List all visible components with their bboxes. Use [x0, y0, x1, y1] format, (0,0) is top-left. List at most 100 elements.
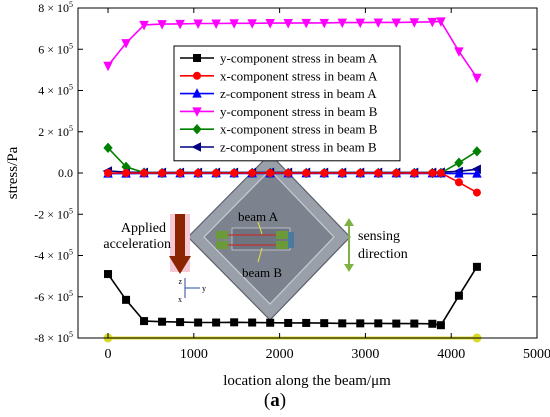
x-tick-label: 5000: [523, 347, 550, 362]
legend-label: y-component stress in beam B: [220, 104, 378, 119]
panel-label-close: ): [279, 390, 287, 411]
data-point: [356, 168, 365, 177]
data-point: [121, 39, 131, 49]
series-layer: [102, 17, 482, 330]
data-point: [410, 319, 419, 328]
data-point: [104, 270, 113, 279]
acceleration-arrow-shaft: [175, 214, 185, 258]
series-4: [103, 17, 482, 84]
data-point: [229, 19, 239, 29]
y-tick-label: -6 × 105: [34, 289, 73, 304]
beam-b-label: beam B: [242, 265, 282, 280]
triad-z-label: z: [178, 277, 182, 286]
data-point: [191, 142, 202, 152]
legend-entry: x-component stress in beam A: [180, 68, 378, 83]
x-axis-title: location along the beam/μm: [223, 373, 391, 389]
data-point: [355, 18, 366, 29]
x-tick-label: 4000: [437, 347, 465, 362]
data-point: [140, 317, 149, 326]
data-point: [247, 19, 257, 29]
data-point: [194, 168, 203, 177]
data-point: [454, 178, 463, 187]
legend: y-component stress in beam A x-component …: [173, 45, 401, 162]
data-point: [302, 168, 311, 177]
sensing-arrow-up-icon: [344, 218, 354, 226]
series-line: [107, 266, 478, 327]
data-point: [472, 73, 482, 84]
data-point: [436, 168, 445, 177]
data-point: [356, 319, 365, 328]
legend-entry: y-component stress in beam A: [180, 51, 378, 66]
beam-b-pointer: [257, 247, 263, 263]
data-point: [157, 20, 167, 30]
data-point: [319, 18, 329, 29]
data-point: [175, 19, 185, 30]
panel-label-letter: a: [270, 390, 280, 411]
data-point: [122, 168, 131, 177]
data-point: [428, 319, 437, 328]
legend-label: z-component stress in beam A: [220, 86, 377, 101]
x-tick-label: 3000: [351, 347, 379, 362]
legend-entry: z-component stress in beam A: [180, 86, 377, 101]
device-inset-diagram: beam A beam B Applied acceleration sensi…: [103, 153, 408, 321]
data-point: [192, 88, 202, 98]
data-point: [392, 319, 401, 328]
y-tick-label: -2 × 105: [34, 206, 73, 221]
data-point: [338, 319, 347, 328]
x-tick-label: 2000: [266, 347, 294, 362]
anchor-block: [288, 232, 294, 248]
beam-a-label: beam A: [238, 209, 279, 224]
data-point: [337, 18, 347, 29]
sensing-arrow-down-icon: [344, 264, 354, 272]
data-point: [320, 319, 329, 328]
series-2: [104, 168, 481, 197]
legend-entry: z-component stress in beam B: [180, 140, 377, 155]
data-point: [230, 168, 239, 177]
pad-b-left: [216, 241, 228, 249]
data-point: [283, 19, 293, 29]
triad-x-label: x: [178, 295, 182, 304]
y-tick-label: 4 × 105: [38, 83, 73, 98]
data-point: [212, 168, 221, 177]
y-tick-label: 0.0: [58, 166, 73, 180]
data-point: [211, 19, 221, 29]
applied-label-line2: acceleration: [103, 237, 171, 252]
legend-entry: x-component stress in beam B: [180, 122, 378, 137]
data-point: [284, 318, 293, 327]
pad-a-left: [216, 231, 228, 239]
series-1: [104, 262, 481, 330]
data-point: [410, 168, 419, 177]
panel-label-open: (: [263, 390, 271, 411]
data-point: [338, 168, 347, 177]
data-point: [454, 291, 463, 300]
data-point: [374, 168, 383, 177]
data-point: [436, 321, 445, 330]
applied-label-line1: Applied: [121, 221, 166, 236]
data-point: [266, 318, 275, 327]
data-point: [454, 47, 464, 57]
data-point: [192, 71, 201, 80]
data-point: [436, 17, 446, 27]
data-point: [427, 17, 438, 28]
data-point: [266, 168, 275, 177]
data-point: [302, 318, 311, 327]
data-point: [122, 295, 131, 304]
series-line: [107, 20, 478, 79]
data-point: [103, 142, 113, 154]
data-point: [230, 318, 239, 327]
y-tick-label: -4 × 105: [34, 248, 73, 263]
data-point: [284, 168, 293, 177]
legend-entry: y-component stress in beam B: [180, 104, 378, 119]
data-point: [265, 19, 275, 29]
data-point: [192, 107, 202, 117]
legend-label: z-component stress in beam B: [220, 140, 377, 155]
data-point: [301, 18, 311, 29]
pad-a-right: [276, 231, 288, 239]
data-point: [248, 318, 257, 327]
data-point: [193, 19, 203, 29]
data-point: [192, 54, 201, 63]
triad-y-label: y: [202, 284, 206, 293]
data-point: [194, 318, 203, 327]
data-point: [472, 146, 482, 157]
